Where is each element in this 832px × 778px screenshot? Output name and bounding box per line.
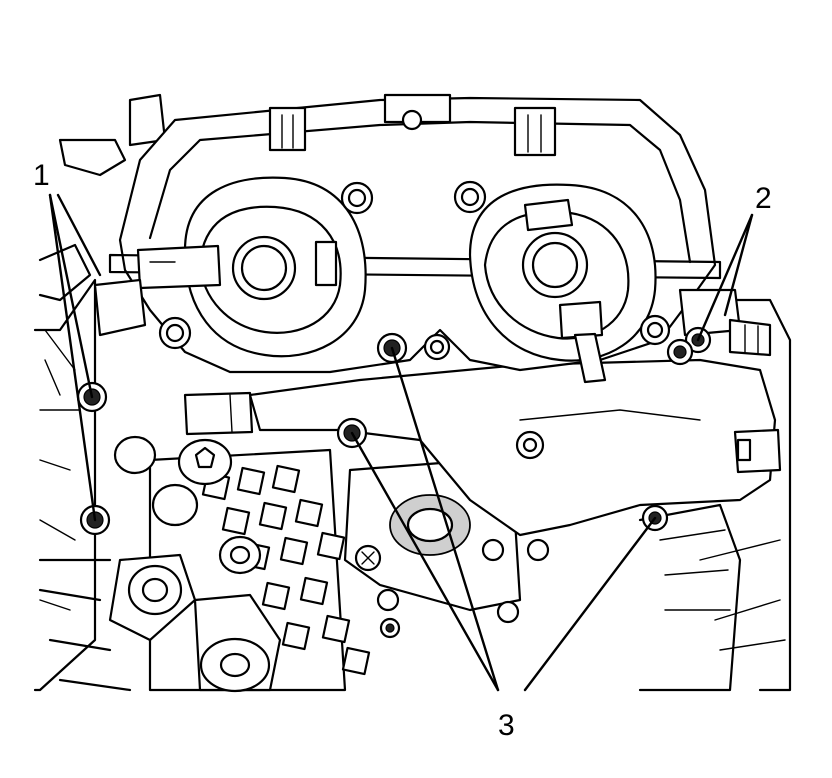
leader-lines bbox=[48, 193, 754, 692]
lower-crankcase-grid bbox=[148, 448, 371, 692]
engine-block-background bbox=[33, 93, 792, 692]
callout-1-label: 1 bbox=[33, 159, 50, 192]
left-cam-phaser bbox=[136, 176, 367, 358]
cover-bolts bbox=[158, 180, 671, 361]
coolant-housing bbox=[183, 358, 782, 562]
lower-left-components bbox=[38, 435, 282, 693]
right-cam-phaser bbox=[468, 183, 657, 384]
callout-3-label: 3 bbox=[498, 709, 515, 742]
callout-2-label: 2 bbox=[755, 182, 772, 215]
